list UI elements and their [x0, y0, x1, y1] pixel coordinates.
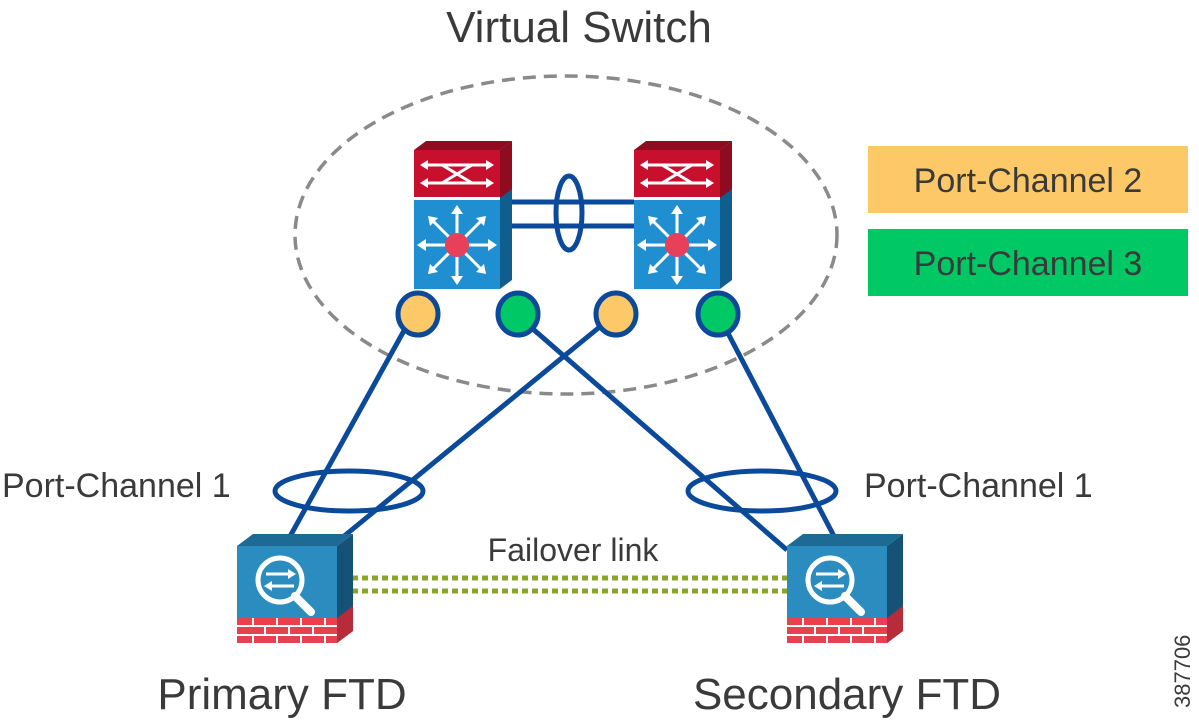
legend-label-port-channel-2: Port-Channel 2: [914, 162, 1143, 200]
port-green: [495, 290, 541, 338]
diagram-title: Virtual Switch: [446, 3, 712, 52]
switch-icon: [412, 139, 514, 291]
legend-swatch-port-channel-2: [868, 146, 1188, 213]
secondary-port-channel-ring: [685, 468, 839, 514]
primary-ftd-label: Primary FTD: [157, 670, 406, 719]
primary-port-channel-label: Port-Channel 1: [2, 467, 231, 505]
legend-label-port-channel-3: Port-Channel 3: [914, 245, 1143, 283]
legend-swatch-port-channel-3: [868, 229, 1188, 296]
secondary-port-channel-label: Port-Channel 1: [864, 467, 1093, 505]
port-green: [695, 290, 741, 338]
secondary-ftd-label: Secondary FTD: [693, 670, 1001, 719]
firewall-icon: [787, 534, 903, 643]
firewall-icon: [237, 534, 353, 643]
inter-switch-links: [508, 199, 634, 229]
virtual-switch-boundary: [293, 74, 839, 396]
switch-icon: [632, 139, 734, 291]
figure-id: 387706: [1170, 635, 1195, 708]
switch-ports: [395, 290, 741, 338]
legend: Port-Channel 2 Port-Channel 3: [868, 146, 1188, 296]
inter-switch-bundle-ring: [553, 173, 585, 253]
port-orange: [395, 290, 441, 338]
port-orange: [593, 290, 639, 338]
failover-link: [352, 575, 787, 594]
uplink-links: [285, 314, 839, 552]
failover-link-label: Failover link: [488, 532, 660, 568]
primary-port-channel-ring: [272, 468, 426, 514]
